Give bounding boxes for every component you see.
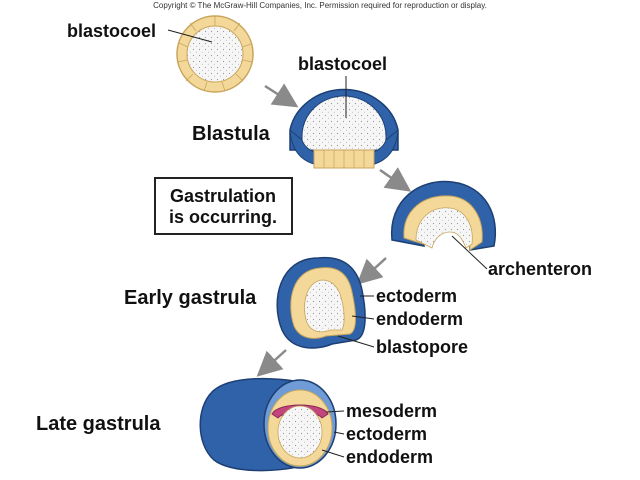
arrow-2 — [379, 167, 412, 192]
mesoderm-leader — [325, 410, 345, 413]
gastrulation-box — [154, 177, 293, 235]
arrow-1 — [264, 83, 299, 108]
mesoderm-label: mesoderm — [346, 401, 437, 421]
blastula-label: Blastula — [192, 123, 271, 145]
copyright-text: Copyright © The McGraw-Hill Companies, I… — [153, 1, 487, 10]
blastocoel-label-1: blastocoel — [67, 21, 156, 41]
early-gastrula — [276, 256, 366, 349]
blastopore-label: blastopore — [376, 337, 468, 357]
arrow-3 — [356, 257, 387, 285]
late-gastrula-label: Late gastrula — [36, 413, 161, 435]
blastocoel-label-2: blastocoel — [298, 54, 387, 74]
endoderm-leader-1 — [351, 315, 375, 320]
early-blastula — [176, 15, 254, 93]
late-gastrula — [199, 377, 337, 472]
archenteron-leader — [451, 235, 488, 270]
archenteron-label: archenteron — [488, 259, 592, 279]
ectoderm-leader-2 — [333, 431, 345, 435]
early-gastrula-label: Early gastrula — [124, 287, 257, 309]
invaginating-embryo — [391, 180, 496, 251]
gastrulation-line2: is occurring. — [169, 207, 277, 227]
blastocoel-leader-1 — [167, 29, 213, 43]
endoderm-label-1: endoderm — [376, 309, 463, 329]
blastopore-leader — [337, 335, 375, 348]
gastrulation-line1: Gastrulation — [170, 186, 276, 206]
endoderm-label-2: endoderm — [346, 447, 433, 467]
ectoderm-label-1: ectoderm — [376, 286, 457, 306]
blastula — [289, 88, 399, 169]
ectoderm-label-2: ectoderm — [346, 424, 427, 444]
arrow-4 — [256, 349, 287, 377]
endoderm-leader-2 — [321, 449, 345, 458]
